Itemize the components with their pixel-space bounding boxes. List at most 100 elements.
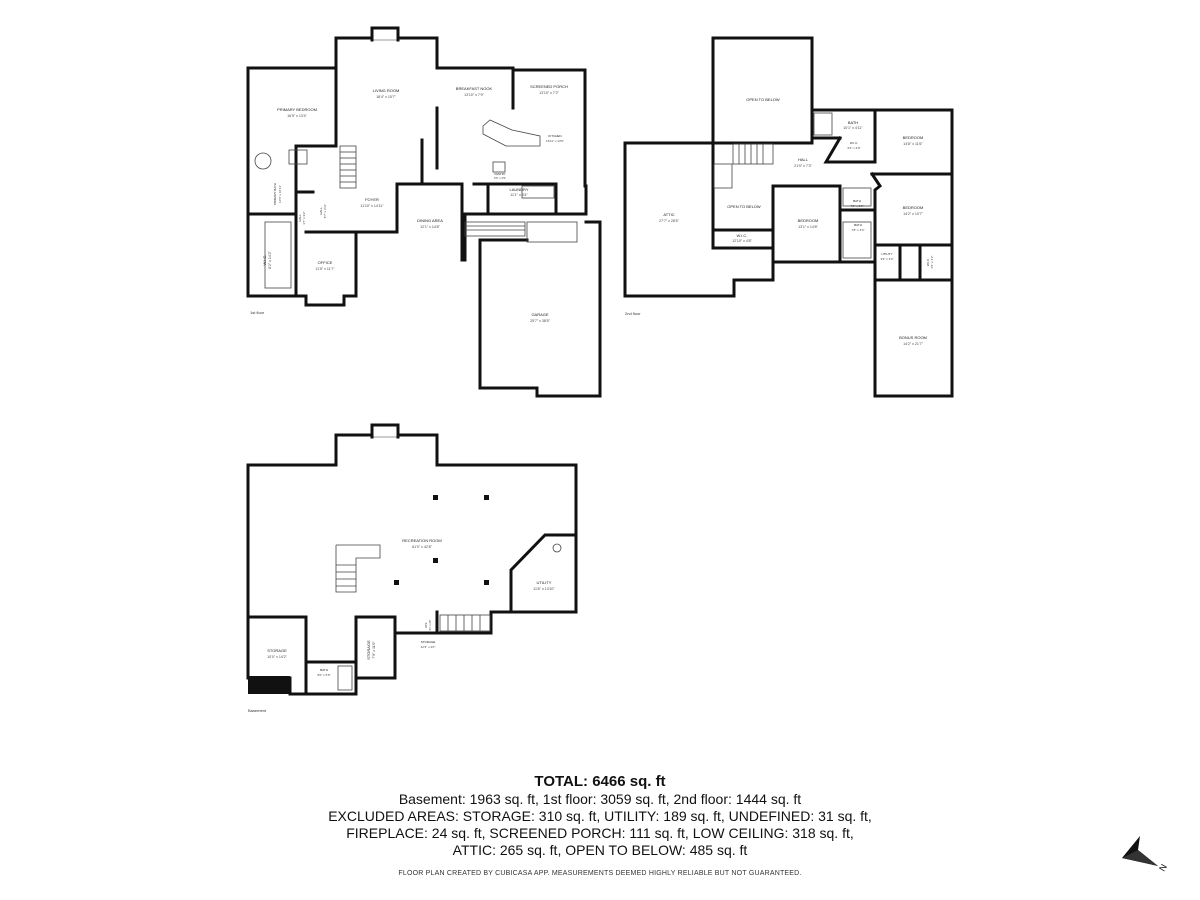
room-name: LIVING ROOM	[373, 88, 400, 93]
second-floor-fixtures	[713, 112, 872, 259]
room-name: UTILITY	[537, 580, 552, 585]
excluded-areas-line-2: FIREPLACE: 24 sq. ft, SCREENED PORCH: 11…	[346, 825, 854, 841]
room-dims: 21'9" x 7'3"	[794, 164, 812, 168]
room-name: BONUS ROOM	[899, 335, 927, 340]
room-name: UTILITY	[881, 252, 892, 256]
room-dims: 10'0" x 14'2"	[267, 655, 287, 659]
room-name: BATH	[853, 199, 861, 203]
room-dims: 12'10" x 4'8"	[732, 239, 752, 243]
room-dims: 3'7" x 9'2"	[302, 211, 306, 224]
first-floor-label: 1st floor	[250, 310, 265, 315]
room-name: FOYER	[365, 197, 379, 202]
room-dims: 6'2" x 4'9"	[847, 146, 860, 150]
second-floor-walls	[623, 36, 954, 398]
room-name: HALL	[798, 157, 809, 162]
room-dims: 11'5" x 11'7"	[315, 267, 335, 271]
room-dims: 10'6" x 10'11"	[278, 185, 282, 203]
room-name: SCREENED PORCH	[530, 84, 568, 89]
room-name: W.I.C.	[737, 233, 748, 238]
room-name: PANTRY	[494, 172, 505, 176]
room-dims: 8'7" x 3'11"	[323, 204, 327, 219]
first-floor-fixtures	[254, 119, 578, 289]
floor-areas-line: Basement: 1963 sq. ft, 1st floor: 3059 s…	[398, 791, 802, 807]
room-name: OPEN TO BELOW	[746, 97, 780, 102]
room-name: DINING AREA	[417, 218, 443, 223]
room-name: PRIMARY BEDROOM	[277, 107, 317, 112]
total-area: TOTAL: 6466 sq. ft	[534, 773, 666, 790]
room-dims: 12'3" x 4'0"	[421, 645, 436, 649]
room-dims: 7'8" x 4'4"	[851, 228, 864, 232]
north-arrow-icon: N	[1122, 836, 1169, 873]
room-dims: 16'5" x 13'4"	[287, 114, 307, 118]
basement-plan: Basement RECREATION ROOM 61'0" x 42'8" U…	[246, 423, 578, 713]
room-name: BEDROOM	[903, 205, 924, 210]
room-dims: 11'1" x 6'4"	[510, 193, 528, 197]
room-dims: 10'1" x 4'11"	[843, 126, 863, 130]
room-dims: 3'5" x 4'2"	[930, 255, 934, 268]
second-floor-labels: 2nd floor OPEN TO BELOW BATH 10'1" x 4'1…	[625, 97, 934, 346]
room-name: RECREATION ROOM	[402, 538, 441, 543]
room-dims: 61'0" x 42'8"	[412, 545, 432, 549]
room-dims: 11'10" x 14'11"	[360, 204, 384, 208]
room-dims: 16'11" x 13'6"	[546, 139, 564, 143]
area-summary: TOTAL: 6466 sq. ft Basement: 1963 sq. ft…	[0, 772, 1200, 859]
room-dims: 4'1" x 2'6"	[428, 619, 432, 630]
second-floor-plan: 2nd floor OPEN TO BELOW BATH 10'1" x 4'1…	[623, 36, 954, 398]
room-name: HALL	[319, 207, 323, 215]
room-name: KITCHEN	[548, 134, 561, 138]
basement-dark-block	[248, 676, 290, 694]
basement-fixtures	[335, 495, 562, 691]
room-name: W.I.C.	[850, 141, 858, 145]
excluded-areas-line-1: EXCLUDED AREAS: STORAGE: 310 sq. ft, UTI…	[328, 808, 872, 824]
first-floor-labels: 1st floor PRIMARY BEDROOM 16'5" x 13'4" …	[250, 84, 568, 323]
room-dims: 8'0" x 5'5"	[317, 673, 330, 677]
room-name: W.I.C.	[262, 255, 267, 266]
room-name: OFFICE	[318, 260, 333, 265]
room-name: BREAKFAST NOOK	[456, 86, 493, 91]
room-dims: 13'10" x 7'9"	[464, 93, 484, 97]
room-name: BATH	[320, 668, 328, 672]
room-name: HALL	[298, 214, 302, 222]
first-floor-walls	[246, 26, 602, 398]
room-dims: 3'9" x 3'4"	[880, 257, 893, 261]
room-dims: 3'6" x 2'9"	[494, 176, 506, 180]
room-dims: 27'7" x 28'5"	[659, 219, 679, 223]
compass-label: N	[1157, 862, 1169, 873]
room-name: BEDROOM	[903, 135, 924, 140]
room-name: GARAGE	[531, 312, 548, 317]
room-name: PRIMARY BATH	[273, 183, 277, 205]
first-floor-plan: 1st floor PRIMARY BEDROOM 16'5" x 13'4" …	[246, 26, 602, 398]
room-name: STORAGE	[366, 640, 371, 660]
room-dims: 8'2" x 14'2"	[268, 250, 272, 268]
room-name: ATTIC	[663, 212, 674, 217]
room-dims: 13'10" x 7'2"	[539, 91, 559, 95]
excluded-areas-line-3: ATTIC: 265 sq. ft, OPEN TO BELOW: 485 sq…	[452, 842, 748, 858]
room-dims: 7'9" x 11'0"	[372, 641, 376, 659]
basement-labels: Basement RECREATION ROOM 61'0" x 42'8" U…	[248, 538, 555, 713]
room-name: UTIL	[424, 622, 428, 628]
room-name: W.I.C.	[926, 258, 930, 266]
room-name: BATH	[854, 223, 862, 227]
fireplace-1st	[371, 27, 399, 41]
second-floor-label: 2nd floor	[625, 311, 641, 316]
room-dims: 12'1" x 14'8"	[420, 225, 440, 229]
basement-walls	[246, 423, 578, 696]
disclaimer-footer: FLOOR PLAN CREATED BY CUBICASA APP. MEAS…	[398, 870, 802, 877]
room-dims: 11'6" x 13'10"	[533, 587, 555, 591]
room-dims: 18'4" x 15'7"	[376, 95, 396, 99]
room-dims: 14'2" x 21'7"	[903, 342, 923, 346]
room-dims: 13'1" x 14'8"	[798, 225, 818, 229]
room-name: STORAGE	[267, 648, 287, 653]
room-name: OPEN TO BELOW	[727, 204, 761, 209]
basement-label: Basement	[248, 708, 267, 713]
room-dims: 7'8" x 5'6"	[850, 204, 863, 208]
room-dims: 25'7" x 38'5"	[530, 319, 550, 323]
room-name: BEDROOM	[798, 218, 819, 223]
room-name: STORAGE	[421, 640, 436, 644]
room-name: BATH	[848, 120, 858, 125]
room-dims: 14'2" x 10'7"	[903, 212, 923, 216]
room-dims: 14'8" x 11'6"	[903, 142, 923, 146]
room-name: LAUNDRY	[509, 187, 528, 192]
fireplace-basement	[371, 424, 399, 438]
